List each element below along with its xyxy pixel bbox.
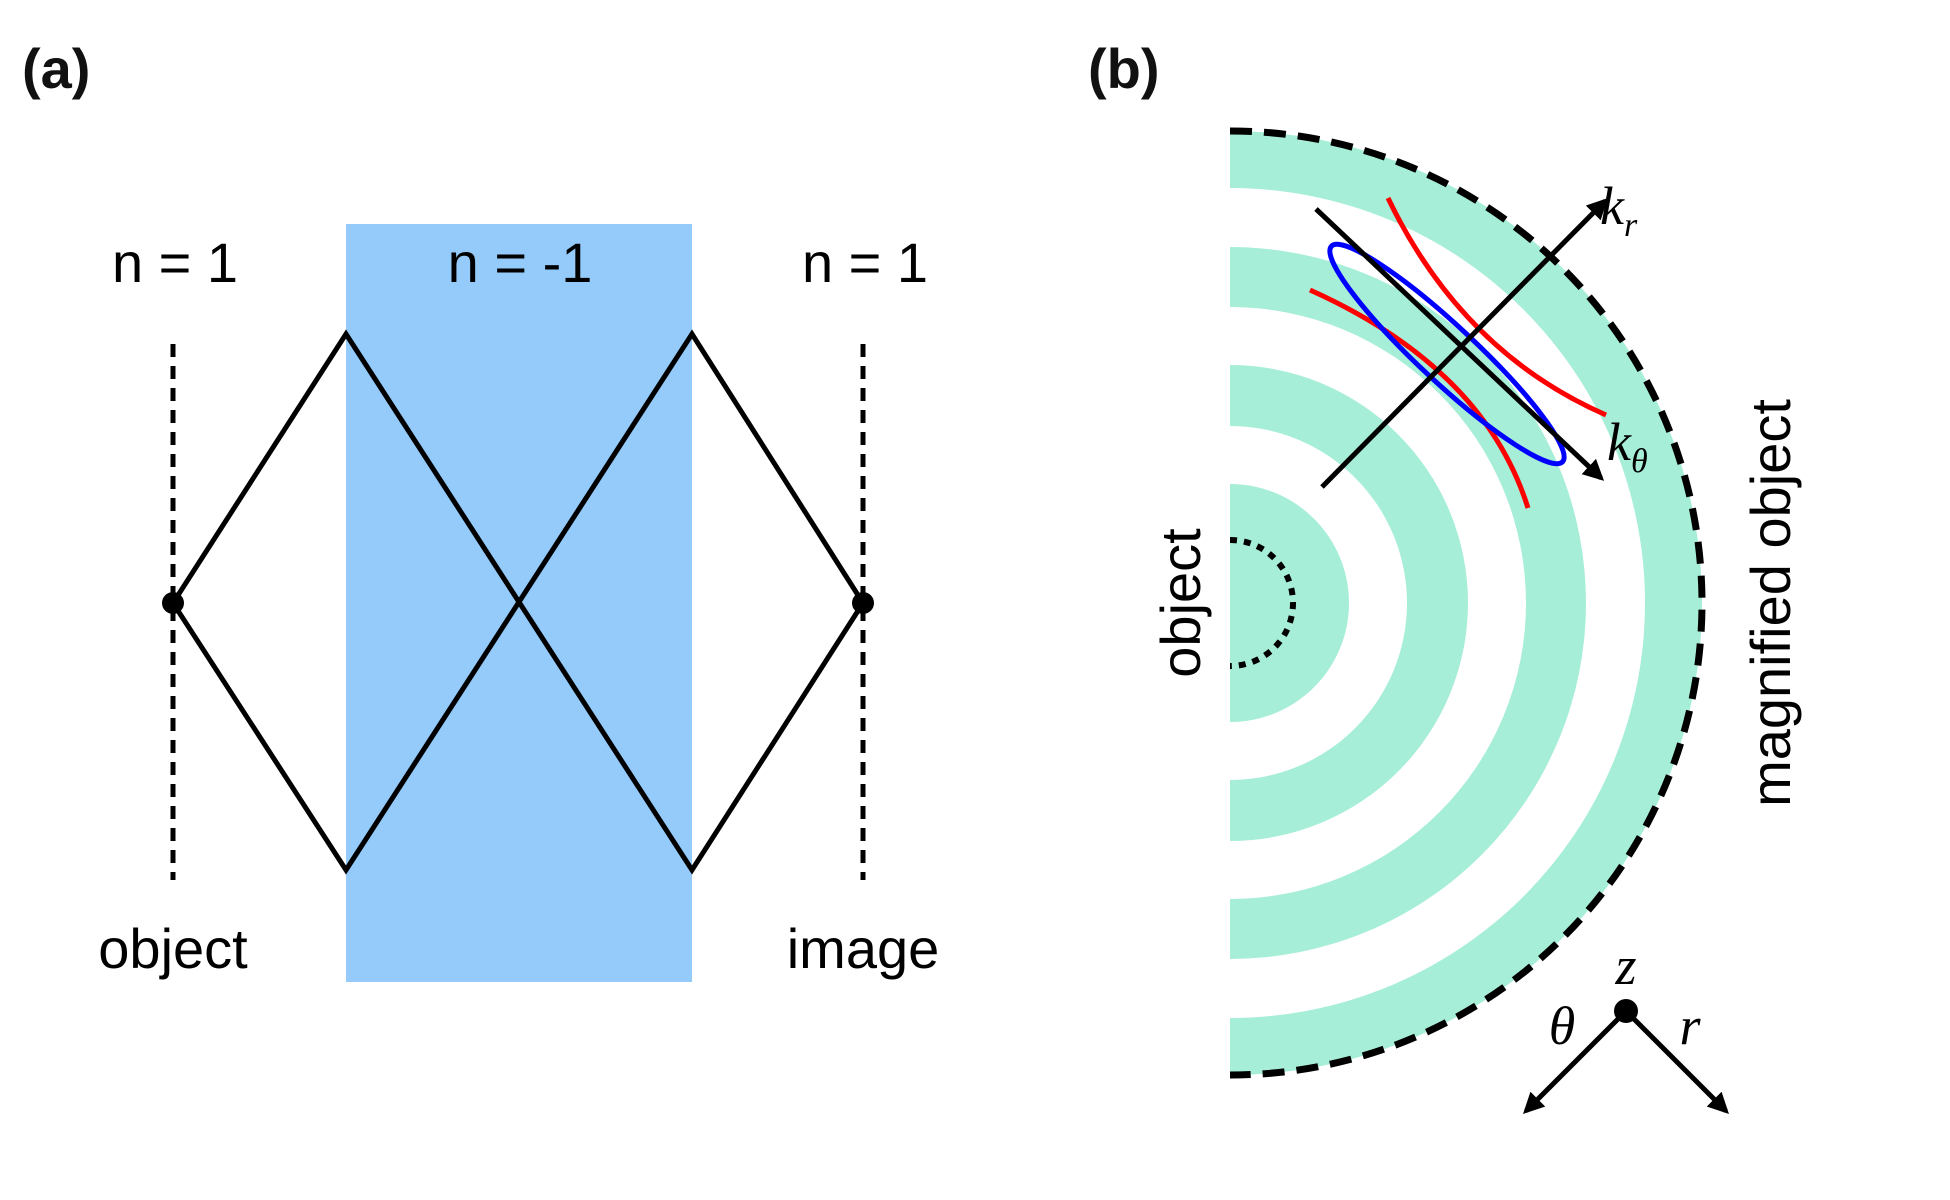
k-theta-subscript: θ xyxy=(1631,443,1648,480)
iso-frequency-curves xyxy=(1308,196,1608,509)
r-direction-arrow xyxy=(1624,1009,1729,1114)
k-r-subscript: r xyxy=(1624,207,1638,244)
panel-a: (a) n = 1 n = -1 n = 1 object image xyxy=(22,37,939,982)
object-label: object xyxy=(98,917,248,980)
k-r-axis xyxy=(1320,198,1608,489)
k-theta-base: k xyxy=(1607,412,1632,472)
coordinate-system: z θ r xyxy=(1523,936,1729,1114)
k-r-base: k xyxy=(1600,176,1625,236)
panel-a-label: (a) xyxy=(22,37,90,100)
red-hyperbola-lower xyxy=(1308,287,1531,509)
ring-2 xyxy=(1230,365,1468,841)
inner-ring xyxy=(1230,484,1349,722)
r-label: r xyxy=(1679,996,1701,1056)
outer-ring xyxy=(1230,131,1702,1075)
left-medium-index-label: n = 1 xyxy=(112,231,238,294)
image-point xyxy=(852,592,874,614)
magnified-object-label: magnified object xyxy=(1739,399,1802,807)
object-point xyxy=(162,592,184,614)
object-boundary xyxy=(1229,537,1296,669)
z-label: z xyxy=(1614,936,1636,996)
blue-ellipse xyxy=(1327,241,1567,467)
theta-label: θ xyxy=(1549,996,1576,1056)
k-theta-axis xyxy=(1314,207,1605,481)
theta-direction-arrow xyxy=(1523,1009,1628,1114)
lower-ray xyxy=(170,329,866,875)
k-r-label: kr xyxy=(1600,176,1638,244)
slab-index-label: n = -1 xyxy=(448,231,593,294)
image-label: image xyxy=(787,917,940,980)
right-medium-index-label: n = 1 xyxy=(802,231,928,294)
k-theta-label: kθ xyxy=(1607,412,1648,480)
panel-b-label: (b) xyxy=(1088,37,1160,100)
ray-paths xyxy=(170,329,866,875)
hyperlens-rings xyxy=(1230,131,1702,1075)
inner-object-label: object xyxy=(1149,528,1212,678)
ring-3 xyxy=(1230,247,1586,959)
panel-b: (b) object magnified object kr kθ z θ r xyxy=(1088,37,1802,1114)
